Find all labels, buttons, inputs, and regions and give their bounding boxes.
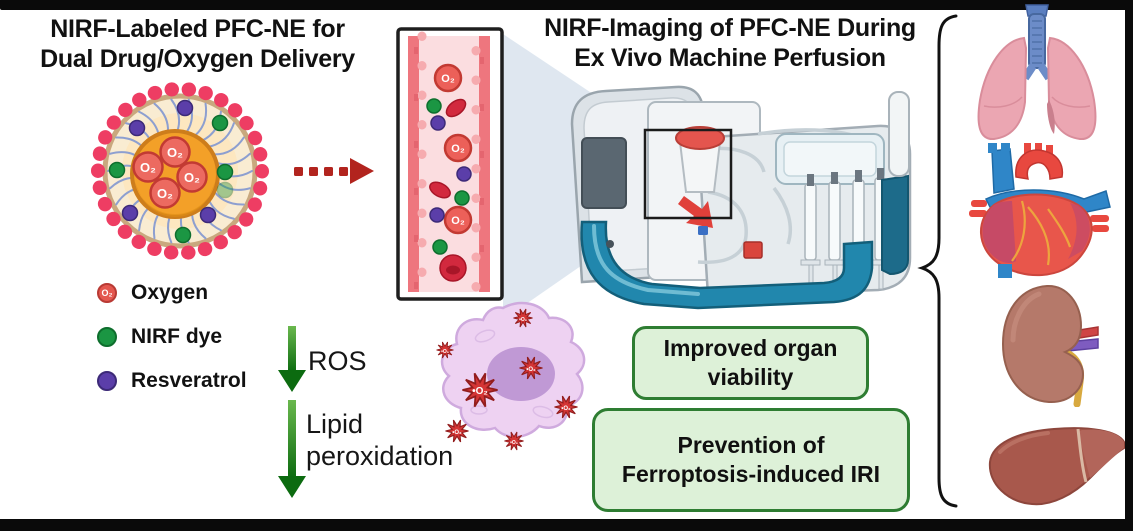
legend-label: Oxygen bbox=[131, 281, 209, 304]
ros-label: ROS bbox=[308, 346, 367, 376]
lipid-peroxidation-down-arrow-icon bbox=[278, 400, 306, 498]
dashed-arrow-icon bbox=[294, 158, 374, 184]
nirf-dye-icon bbox=[97, 327, 117, 347]
nanoemulsion-particle-illustration: O₂ O₂ O₂ O₂ bbox=[91, 82, 269, 260]
lipid-peroxidation-label: Lipid peroxidation bbox=[306, 409, 454, 471]
svg-text:•O₂: •O₂ bbox=[519, 317, 527, 323]
vessel-oxygen-bubbles: O₂ O₂ O₂ bbox=[433, 63, 473, 235]
right-title: NIRF-Imaging of PFC-NE During Ex Vivo Ma… bbox=[520, 13, 940, 73]
resveratrol-icon bbox=[97, 371, 117, 391]
cell-with-ros-illustration: •O₂ •O₂ •O₂ •O₂ •O₂ •O₂ •O₂ bbox=[436, 301, 586, 451]
legend-label: NIRF dye bbox=[131, 325, 223, 348]
legend: O₂ Oxygen NIRF dye Resveratrol bbox=[97, 280, 317, 395]
outcome-box-ferroptosis: Prevention of Ferroptosis-induced IRI bbox=[592, 408, 910, 512]
frame-bottom bbox=[0, 519, 1133, 531]
svg-text:•O₂: •O₂ bbox=[510, 440, 518, 446]
legend-label: Resveratrol bbox=[131, 369, 247, 392]
legend-item-resveratrol: Resveratrol bbox=[97, 368, 247, 394]
left-title-line2: Dual Drug/Oxygen Delivery bbox=[40, 45, 355, 73]
vessel-nirf-dye-dots bbox=[426, 98, 470, 255]
svg-text:O₂: O₂ bbox=[167, 145, 183, 160]
right-title-line1: NIRF-Imaging of PFC-NE During bbox=[544, 14, 916, 42]
right-title-line2: Ex Vivo Machine Perfusion bbox=[574, 44, 886, 72]
lungs-icon bbox=[977, 4, 1097, 141]
svg-text:O₂: O₂ bbox=[451, 215, 465, 227]
embedded-nirf-dye-dots bbox=[108, 114, 234, 244]
svg-text:•O₂: •O₂ bbox=[452, 430, 462, 436]
core-oxygen-bubbles: O₂ O₂ O₂ O₂ bbox=[132, 136, 208, 209]
superoxide-sparks: •O₂ •O₂ •O₂ •O₂ •O₂ •O₂ •O₂ bbox=[436, 308, 579, 451]
surfactant-head-ring bbox=[91, 82, 269, 260]
liver-icon bbox=[988, 427, 1125, 506]
magnified-region-outline bbox=[643, 128, 733, 220]
left-title-line1: NIRF-Labeled PFC-NE for bbox=[50, 15, 345, 43]
svg-text:O₂: O₂ bbox=[441, 73, 455, 85]
frame-right bbox=[1125, 0, 1133, 531]
frame-top bbox=[0, 0, 1133, 10]
heart-icon bbox=[969, 143, 1111, 278]
svg-text:•O₂: •O₂ bbox=[526, 367, 536, 373]
vessel-resveratrol-dots bbox=[429, 115, 472, 223]
svg-text:•O₂: •O₂ bbox=[441, 349, 449, 355]
outcome-box-viability: Improved organ viability bbox=[632, 326, 869, 400]
cell-nucleus bbox=[487, 347, 555, 401]
kidney-icon bbox=[1001, 284, 1099, 407]
red-flow-arrow-icon bbox=[678, 196, 713, 228]
svg-text:•O₂: •O₂ bbox=[561, 406, 571, 412]
svg-text:O₂: O₂ bbox=[184, 170, 200, 185]
svg-text:O₂: O₂ bbox=[451, 143, 465, 155]
perfusion-machine-illustration bbox=[570, 85, 912, 310]
blood-vessel-inset-illustration: O₂ O₂ O₂ bbox=[396, 27, 504, 301]
left-title: NIRF-Labeled PFC-NE for Dual Drug/Oxygen… bbox=[5, 14, 390, 74]
svg-text:O₂: O₂ bbox=[157, 186, 173, 201]
oxygen-molecule-icon: O₂ bbox=[97, 283, 117, 303]
svg-text:O₂: O₂ bbox=[140, 160, 156, 175]
legend-item-nirf-dye: NIRF dye bbox=[97, 324, 222, 350]
ros-down-arrow-icon bbox=[278, 326, 306, 392]
svg-text:•O₂: •O₂ bbox=[472, 386, 488, 397]
embedded-resveratrol-dots bbox=[121, 99, 217, 224]
legend-item-oxygen: O₂ Oxygen bbox=[97, 280, 208, 306]
curly-brace bbox=[917, 14, 958, 508]
reservoir-cap bbox=[675, 126, 725, 150]
red-blood-cells bbox=[429, 98, 467, 282]
